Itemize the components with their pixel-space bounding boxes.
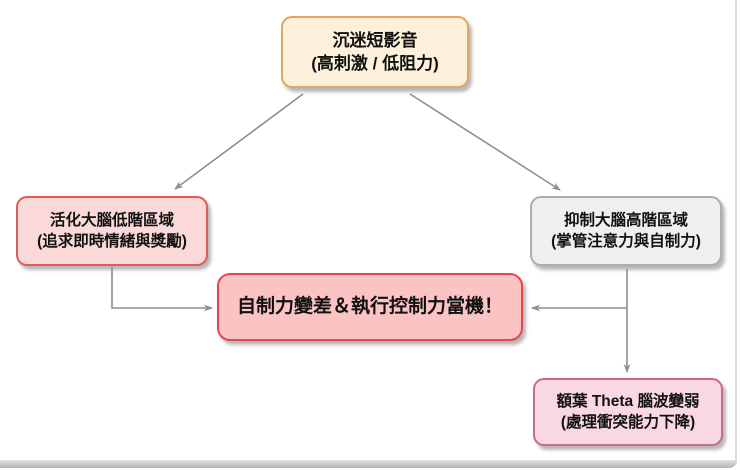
node-short-video-addiction-title: 沉迷短影音 <box>332 30 418 50</box>
node-inhibit-high-brain-subtitle: (掌管注意力與自制力) <box>551 233 701 250</box>
node-short-video-addiction: 沉迷短影音 (高刺激 / 低阻力) <box>281 16 469 88</box>
node-theta-wave-weakening: 額葉 Theta 腦波變弱 (處理衝突能力下降) <box>533 378 723 446</box>
node-activate-low-brain-subtitle: (追求即時情緒與獎勵) <box>37 233 187 250</box>
arrow-top-to-right <box>409 93 561 191</box>
node-activate-low-brain: 活化大腦低階區域 (追求即時情緒與獎勵) <box>16 196 208 266</box>
node-short-video-addiction-subtitle: (高刺激 / 低阻力) <box>311 54 439 73</box>
arrow-top-to-left <box>174 93 304 190</box>
node-self-control-failure-title: 自制力變差＆執行控制力當機！ <box>236 295 503 317</box>
node-activate-low-brain-title: 活化大腦低階區域 <box>49 211 174 229</box>
arrow-left-to-center <box>111 267 213 312</box>
node-inhibit-high-brain-title: 抑制大腦高階區域 <box>563 211 688 229</box>
card-bottom-edge <box>0 460 737 468</box>
node-self-control-failure: 自制力變差＆執行控制力當機！ <box>217 273 523 341</box>
card-right-edge <box>735 0 737 464</box>
node-inhibit-high-brain: 抑制大腦高階區域 (掌管注意力與自制力) <box>530 196 722 266</box>
node-theta-wave-weakening-subtitle: (處理衝突能力下降) <box>560 414 696 431</box>
node-theta-wave-weakening-title: 額葉 Theta 腦波變弱 <box>556 392 700 410</box>
